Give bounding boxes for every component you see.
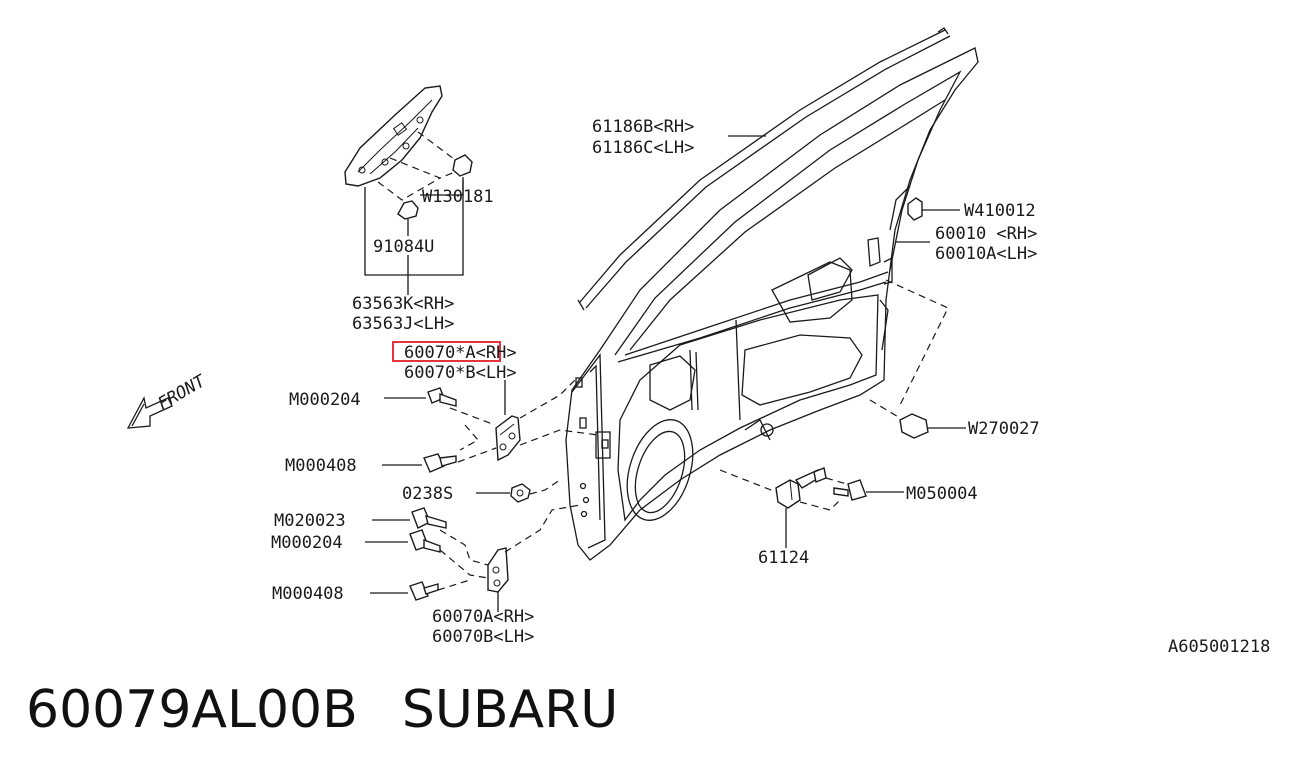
grommet-w410012 bbox=[907, 197, 960, 221]
label-m000204-upper: M000204 bbox=[289, 390, 361, 410]
footer-title: 60079AL00B SUBARU bbox=[26, 680, 662, 740]
lower-hinge bbox=[437, 504, 581, 612]
label-w130181: W130181 bbox=[422, 187, 494, 207]
upper-hinge bbox=[449, 379, 599, 463]
label-63563k: 63563K<RH> bbox=[352, 294, 454, 314]
label-60010a: 60010A<LH> bbox=[935, 244, 1037, 264]
label-front: FRONT bbox=[155, 371, 211, 415]
label-m000408-upper: M000408 bbox=[285, 456, 357, 476]
label-w270027: W270027 bbox=[968, 419, 1040, 439]
front-arrow bbox=[126, 396, 173, 429]
bolt-m000408-upper bbox=[382, 453, 457, 473]
label-60070a: 60070A<RH> bbox=[432, 607, 534, 627]
label-60070a-star[interactable]: 60070*A<RH> bbox=[404, 343, 517, 363]
mirror-bracket bbox=[344, 85, 473, 295]
label-m000408-lower: M000408 bbox=[272, 584, 344, 604]
door-checker bbox=[719, 467, 851, 548]
label-0238s: 0238S bbox=[402, 484, 453, 504]
nut-0238s bbox=[476, 479, 561, 503]
brand-name: SUBARU bbox=[401, 680, 619, 740]
label-61186b: 61186B<RH> bbox=[592, 117, 694, 137]
label-reference-code: A605001218 bbox=[1168, 637, 1270, 657]
label-91084u: 91084U bbox=[373, 237, 434, 257]
label-60070b-star: 60070*B<LH> bbox=[404, 363, 517, 383]
label-60010: 60010 <RH> bbox=[935, 224, 1037, 244]
plug-w270027 bbox=[869, 279, 966, 439]
label-m000204-lower: M000204 bbox=[271, 533, 343, 553]
bolt-m000408-lower bbox=[370, 581, 439, 601]
label-m050004: M050004 bbox=[906, 484, 978, 504]
bolt-m020023 bbox=[372, 507, 447, 529]
label-63563j: 63563J<LH> bbox=[352, 314, 454, 334]
bolt-m050004 bbox=[833, 479, 904, 501]
door-weatherstrip bbox=[577, 27, 951, 311]
door-panel bbox=[565, 47, 979, 561]
bolt-m000204-upper bbox=[384, 387, 457, 407]
label-61124: 61124 bbox=[758, 548, 809, 568]
label-w410012: W410012 bbox=[964, 201, 1036, 221]
highlight-box bbox=[392, 341, 501, 362]
label-60070b: 60070B<LH> bbox=[432, 627, 534, 647]
part-number: 60079AL00B bbox=[26, 680, 358, 740]
label-61186c: 61186C<LH> bbox=[592, 138, 694, 158]
bolt-m000204-lower bbox=[365, 529, 441, 553]
label-m020023: M020023 bbox=[274, 511, 346, 531]
